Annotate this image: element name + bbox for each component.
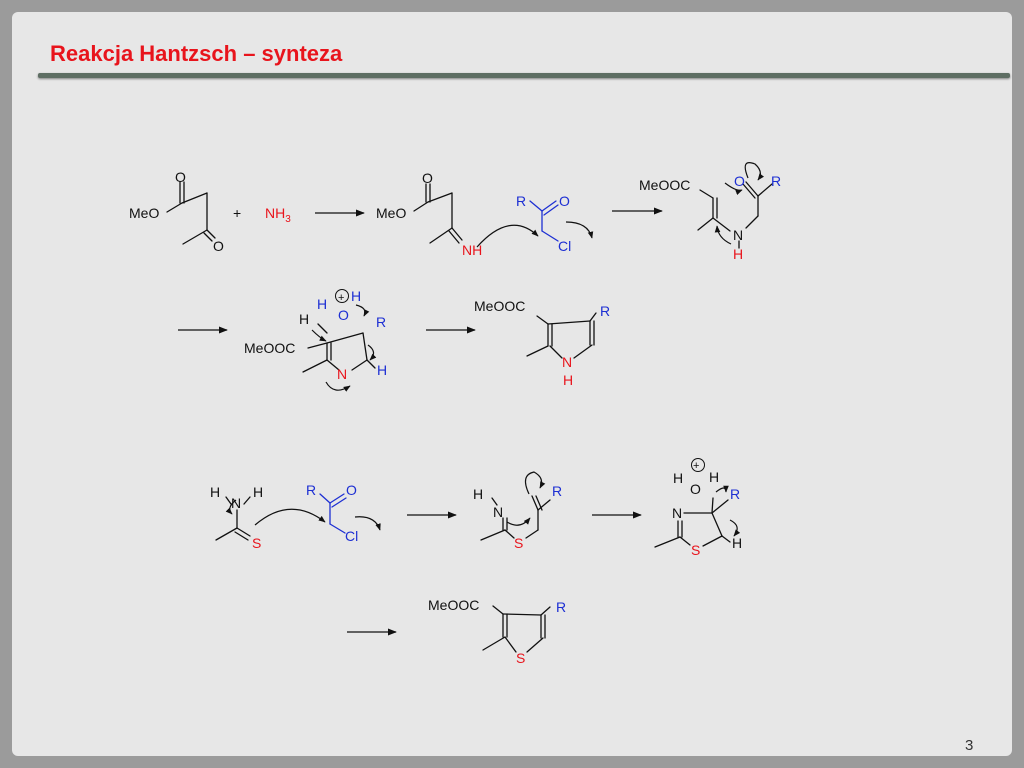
group-r: R xyxy=(730,486,740,502)
curved-electron-arrow-icon xyxy=(367,344,377,361)
ammonia-label: NH3 xyxy=(265,205,291,225)
atom-n: N xyxy=(562,354,572,370)
group-r: R xyxy=(771,173,781,189)
curved-electron-arrow-icon xyxy=(565,221,594,239)
charge-plus: + xyxy=(338,292,344,304)
thioacetamide-molecule xyxy=(215,496,251,541)
curved-electron-arrow-icon xyxy=(714,225,732,245)
curved-electron-arrow-icon xyxy=(524,471,546,495)
positive-charge-icon xyxy=(335,289,349,303)
atom-o: O xyxy=(213,238,224,254)
positive-charge-icon xyxy=(691,458,705,472)
methyl-acetoacetate-molecule xyxy=(166,181,216,245)
atom-h: H xyxy=(563,372,573,388)
curved-electron-arrow-icon xyxy=(476,224,539,248)
cyclized-hemiaminal-intermediate xyxy=(302,323,376,373)
group-r: R xyxy=(552,483,562,499)
pyrrole-product xyxy=(526,312,597,359)
atom-s: S xyxy=(514,535,523,551)
group-r: R xyxy=(556,599,566,615)
atom-h: H xyxy=(377,362,387,378)
thiophene-product xyxy=(482,605,551,653)
group-r: R xyxy=(516,193,526,209)
slide: Reakcja Hantzsch – synteza 3 xyxy=(12,12,1012,756)
curved-electron-arrow-icon xyxy=(225,499,237,515)
label-meooc: MeOOC xyxy=(428,597,479,613)
atom-h: H xyxy=(473,486,483,502)
curved-electron-arrow-icon xyxy=(506,517,531,526)
label-meo: MeO xyxy=(376,205,406,221)
imine-nh: NH xyxy=(462,242,482,258)
thiazoline-intermediate xyxy=(654,497,731,548)
label-meo: MeO xyxy=(129,205,159,221)
atom-n: N xyxy=(337,366,347,382)
curved-electron-arrow-icon xyxy=(729,519,741,537)
curved-electron-arrow-icon xyxy=(311,329,327,342)
label-meooc: MeOOC xyxy=(474,298,525,314)
atom-h: H xyxy=(709,469,719,485)
s-alkylated-intermediate xyxy=(480,495,551,541)
atom-h: H xyxy=(673,470,683,486)
plus-sign: + xyxy=(233,205,241,221)
atom-o: O xyxy=(338,307,349,323)
atom-n: N xyxy=(231,495,241,511)
curved-electron-arrow-icon xyxy=(715,485,729,493)
group-r: R xyxy=(376,314,386,330)
atom-h: H xyxy=(351,288,361,304)
atom-n: N xyxy=(733,227,743,243)
atom-cl: Cl xyxy=(558,238,571,254)
atom-o: O xyxy=(690,481,701,497)
title-divider xyxy=(38,73,1010,78)
label-meooc: MeOOC xyxy=(639,177,690,193)
curved-electron-arrow-icon xyxy=(744,162,765,181)
page-number: 3 xyxy=(965,737,974,754)
group-r: R xyxy=(306,482,316,498)
atom-h: H xyxy=(733,246,743,262)
curved-electron-arrow-icon xyxy=(354,516,381,531)
atom-h: H xyxy=(253,484,263,500)
curved-electron-arrow-icon xyxy=(724,182,743,195)
chloroketone-molecule xyxy=(529,200,559,242)
atom-h: H xyxy=(210,484,220,500)
charge-plus: + xyxy=(693,460,699,472)
n-alkylated-intermediate xyxy=(697,181,773,249)
atom-o: O xyxy=(346,482,357,498)
label-meooc: MeOOC xyxy=(244,340,295,356)
atom-o: O xyxy=(175,169,186,185)
curved-electron-arrow-icon xyxy=(355,304,370,317)
group-r: R xyxy=(600,303,610,319)
atom-o: O xyxy=(422,170,433,186)
atom-s: S xyxy=(691,542,700,558)
atom-h: H xyxy=(317,296,327,312)
slide-title: Reakcja Hantzsch – synteza xyxy=(50,41,343,66)
atom-h: H xyxy=(299,311,309,327)
atom-cl: Cl xyxy=(345,528,358,544)
curved-electron-arrow-icon xyxy=(325,381,351,392)
atom-s: S xyxy=(252,535,261,551)
curved-electron-arrow-icon xyxy=(254,508,326,526)
atom-o: O xyxy=(559,193,570,209)
atom-o: O xyxy=(734,173,745,189)
imine-ester-molecule xyxy=(413,183,463,244)
atom-s: S xyxy=(516,650,525,666)
atom-n: N xyxy=(493,504,503,520)
chloroketone-molecule-2 xyxy=(319,493,347,534)
atom-h: H xyxy=(732,535,742,551)
atom-n: N xyxy=(672,505,682,521)
